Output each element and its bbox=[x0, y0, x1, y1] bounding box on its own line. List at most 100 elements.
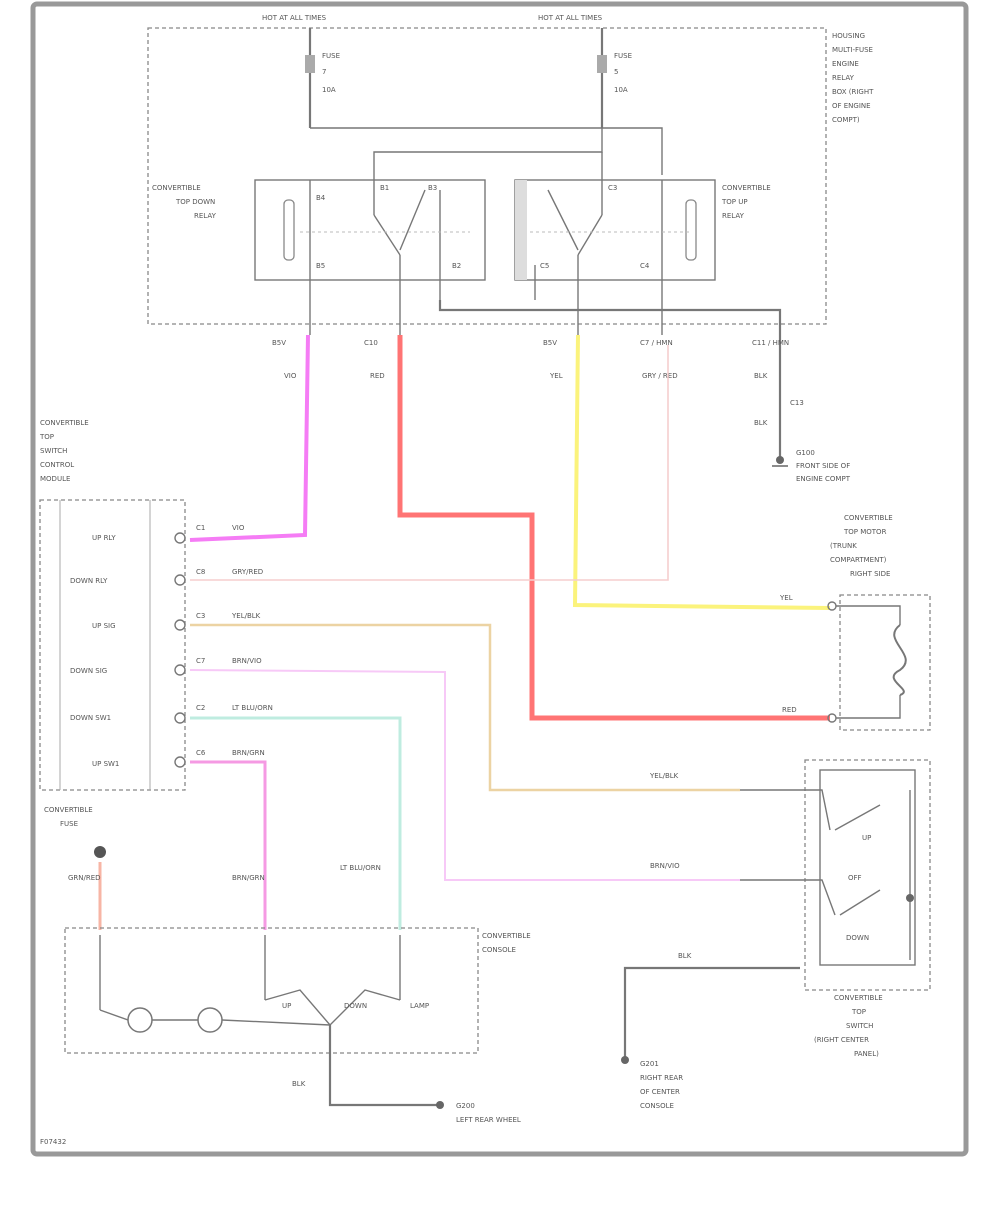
svg-text:ENGINE COMPT: ENGINE COMPT bbox=[796, 475, 851, 483]
relay-pin-b2: B2 bbox=[452, 262, 461, 270]
svg-text:FRONT SIDE OF: FRONT SIDE OF bbox=[796, 462, 850, 470]
svg-text:C7: C7 bbox=[196, 657, 205, 665]
switch-position-labels: UP OFF DOWN bbox=[846, 834, 871, 942]
svg-text:CONSOLE: CONSOLE bbox=[640, 1102, 674, 1110]
console-wire-lt-blue-orange: LT BLU/ORN bbox=[340, 864, 381, 872]
svg-text:DOWN SIG: DOWN SIG bbox=[70, 667, 107, 675]
svg-text:OF ENGINE: OF ENGINE bbox=[832, 102, 871, 110]
svg-text:CONVERTIBLE: CONVERTIBLE bbox=[722, 184, 771, 192]
svg-text:C13: C13 bbox=[790, 399, 804, 407]
svg-text:LT BLU/ORN: LT BLU/ORN bbox=[232, 704, 273, 712]
fuse-left-name: FUSE bbox=[322, 52, 340, 60]
relay-right-coil-icon bbox=[685, 199, 697, 261]
svg-text:CONVERTIBLE: CONVERTIBLE bbox=[152, 184, 201, 192]
relay-pin-c4: C4 bbox=[640, 262, 650, 270]
svg-text:G201: G201 bbox=[640, 1060, 659, 1068]
svg-text:TOP DOWN: TOP DOWN bbox=[175, 198, 215, 206]
svg-text:UP SW1: UP SW1 bbox=[92, 760, 119, 768]
svg-text:C1: C1 bbox=[196, 524, 205, 532]
fuse-left-amps: 10A bbox=[322, 86, 336, 94]
relay-pin-b1: B1 bbox=[380, 184, 389, 192]
svg-text:B5V: B5V bbox=[543, 339, 557, 347]
console-pin-labels: UP DOWN LAMP bbox=[282, 1002, 429, 1010]
svg-text:TOP: TOP bbox=[851, 1008, 866, 1016]
svg-text:BLK: BLK bbox=[754, 372, 768, 380]
svg-text:VIO: VIO bbox=[284, 372, 297, 380]
fuse-right-amps: 10A bbox=[614, 86, 628, 94]
module-wire-labels: VIO GRY/RED YEL/BLK BRN/VIO LT BLU/ORN B… bbox=[231, 524, 273, 757]
svg-text:SWITCH: SWITCH bbox=[846, 1022, 873, 1030]
svg-text:RED: RED bbox=[370, 372, 385, 380]
console-wire-brown-green: BRN/GRN bbox=[232, 874, 265, 882]
relay-left-coil-icon bbox=[283, 199, 295, 261]
fuse-right-name: FUSE bbox=[614, 52, 632, 60]
wire-brown-violet bbox=[189, 669, 740, 881]
svg-text:TOP: TOP bbox=[39, 433, 54, 441]
switch-wire-brown-violet: BRN/VIO bbox=[650, 862, 680, 870]
svg-text:COMPARTMENT): COMPARTMENT) bbox=[830, 556, 887, 564]
svg-text:HOUSING: HOUSING bbox=[832, 32, 865, 40]
svg-text:UP SIG: UP SIG bbox=[92, 622, 116, 630]
svg-text:OFF: OFF bbox=[848, 874, 862, 882]
console-ground-id: G200 bbox=[456, 1102, 475, 1110]
svg-text:RELAY: RELAY bbox=[194, 212, 217, 220]
switch-wire-yellow-black: YEL/BLK bbox=[649, 772, 679, 780]
switch-wire-black: BLK bbox=[678, 952, 692, 960]
console-lamp-1-icon bbox=[127, 1007, 153, 1033]
fuse-left-number: 7 bbox=[322, 68, 326, 76]
svg-text:BLK: BLK bbox=[754, 419, 768, 427]
svg-text:G100: G100 bbox=[796, 449, 815, 457]
relay-left-outline bbox=[254, 179, 486, 281]
svg-text:CONVERTIBLE: CONVERTIBLE bbox=[834, 994, 883, 1002]
motor-wire-red: RED bbox=[782, 706, 797, 714]
wire-brown-green bbox=[190, 760, 267, 930]
svg-text:RIGHT SIDE: RIGHT SIDE bbox=[850, 570, 890, 578]
svg-text:CONVERTIBLE: CONVERTIBLE bbox=[44, 806, 93, 814]
svg-text:PANEL): PANEL) bbox=[854, 1050, 879, 1058]
wire-gray-red bbox=[190, 345, 669, 581]
relay-pin-b4: B4 bbox=[316, 194, 326, 202]
svg-text:C10: C10 bbox=[364, 339, 378, 347]
svg-text:C6: C6 bbox=[196, 749, 206, 757]
svg-text:FUSE: FUSE bbox=[60, 820, 78, 828]
svg-text:DOWN: DOWN bbox=[344, 1002, 367, 1010]
module-connector-icons bbox=[174, 532, 186, 768]
svg-text:DOWN RLY: DOWN RLY bbox=[70, 577, 108, 585]
svg-text:CONVERTIBLE: CONVERTIBLE bbox=[482, 932, 531, 940]
svg-text:C7 / HMN: C7 / HMN bbox=[640, 339, 673, 347]
ground-g201-label: G201 RIGHT REAR OF CENTER CONSOLE bbox=[640, 1060, 683, 1110]
svg-text:BRN/VIO: BRN/VIO bbox=[232, 657, 262, 665]
svg-text:DOWN: DOWN bbox=[846, 934, 869, 942]
svg-text:TOP MOTOR: TOP MOTOR bbox=[843, 528, 887, 536]
relay-box-wire-colors: VIO RED YEL GRY / RED BLK bbox=[284, 372, 768, 380]
fuse-right-number: 5 bbox=[614, 68, 618, 76]
motor-wire-yellow: YEL bbox=[779, 594, 793, 602]
wire-light-blue-orange bbox=[190, 716, 402, 930]
switch-label: CONVERTIBLE TOP SWITCH (RIGHT CENTER PAN… bbox=[814, 994, 883, 1058]
svg-text:GRY / RED: GRY / RED bbox=[642, 372, 678, 380]
svg-text:C2: C2 bbox=[196, 704, 205, 712]
wire-violet bbox=[189, 334, 310, 542]
svg-text:LAMP: LAMP bbox=[410, 1002, 429, 1010]
svg-text:DOWN SW1: DOWN SW1 bbox=[70, 714, 111, 722]
svg-text:RIGHT REAR: RIGHT REAR bbox=[640, 1074, 683, 1082]
svg-text:CONSOLE: CONSOLE bbox=[482, 946, 516, 954]
module-connector-labels: C1 C8 C3 C7 C2 C6 bbox=[196, 524, 206, 757]
svg-text:BOX (RIGHT: BOX (RIGHT bbox=[832, 88, 874, 96]
svg-text:YEL: YEL bbox=[549, 372, 563, 380]
svg-text:C11 / HMN: C11 / HMN bbox=[752, 339, 789, 347]
ground-g100-label: C13 BLK G100 FRONT SIDE OF ENGINE COMPT bbox=[754, 399, 851, 483]
svg-text:UP: UP bbox=[282, 1002, 291, 1010]
svg-text:(RIGHT CENTER: (RIGHT CENTER bbox=[814, 1036, 869, 1044]
svg-text:GRY/RED: GRY/RED bbox=[232, 568, 263, 576]
console-outline bbox=[64, 927, 479, 1054]
svg-text:OF CENTER: OF CENTER bbox=[640, 1088, 680, 1096]
relay-pin-c3: C3 bbox=[608, 184, 617, 192]
console-label: CONVERTIBLE CONSOLE bbox=[482, 932, 531, 954]
lamp-fuse-icon bbox=[94, 846, 106, 858]
lamp-fuse-label: CONVERTIBLE FUSE bbox=[44, 806, 93, 828]
wire-yellow bbox=[572, 334, 831, 610]
module-pin-labels: UP RLY DOWN RLY UP SIG DOWN SIG DOWN SW1… bbox=[70, 534, 119, 768]
relay-left-label: CONVERTIBLE TOP DOWN RELAY bbox=[152, 184, 217, 220]
